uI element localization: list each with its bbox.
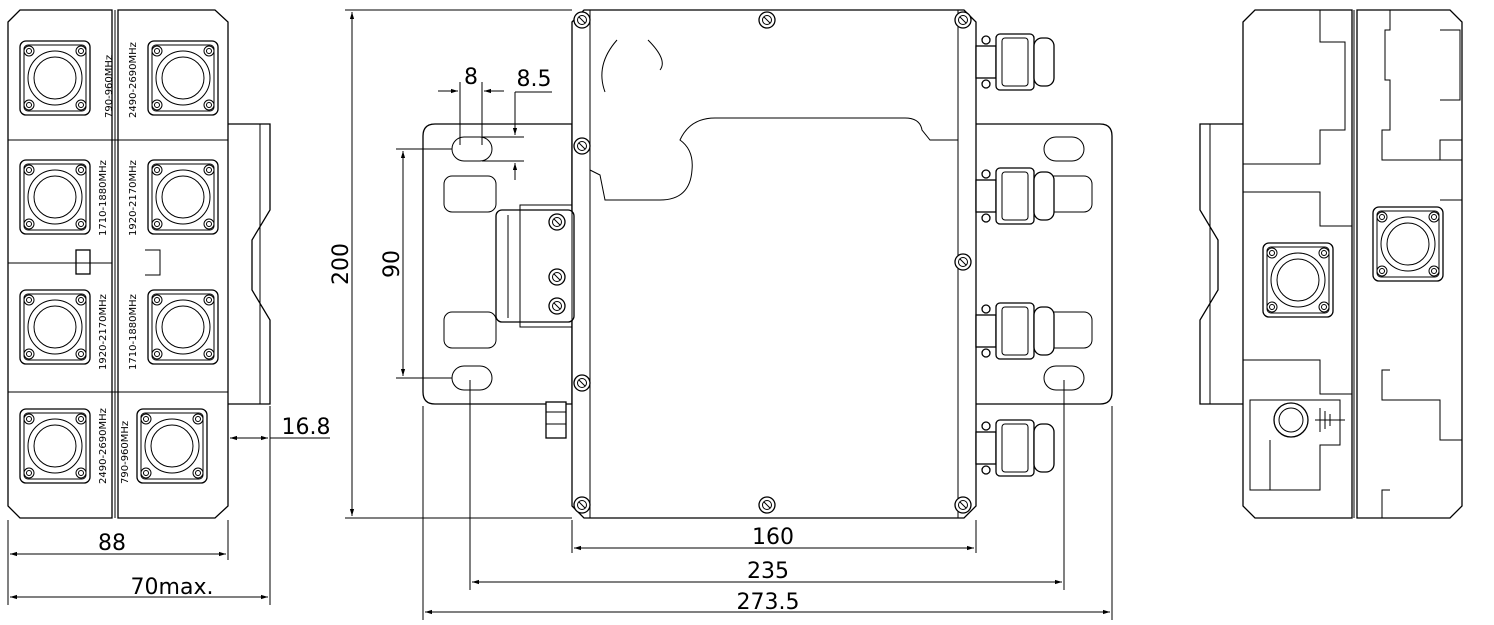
port-label-3: 1710-1880MHz [98, 160, 109, 236]
port-label-7: 2490-2690MHz [98, 408, 109, 484]
port-label-2: 2490-2690MHz [128, 42, 139, 118]
middle-view: 200 90 8 8.5 160 235 273.5 [329, 9, 1113, 620]
dim-273-5: 273.5 [737, 590, 800, 615]
port-label-4: 1920-2170MHz [128, 160, 139, 236]
dim-16-8: 16.8 [282, 415, 331, 440]
dim-8-5: 8.5 [517, 67, 552, 92]
dim-160: 160 [752, 525, 794, 550]
right-view [1199, 9, 1463, 519]
port-label-8: 790-960MHz [120, 421, 131, 484]
dim-88: 88 [98, 531, 126, 556]
dim-70max: 70max. [131, 575, 214, 600]
dim-235: 235 [747, 559, 789, 584]
dim-200: 200 [329, 243, 354, 285]
dim-90: 90 [380, 250, 405, 278]
dim-8: 8 [464, 65, 478, 90]
port-label-1: 790-960MHz [104, 55, 115, 118]
left-view: 790-960MHz 2490-2690MHz 1710-1880MHz 192… [7, 9, 331, 605]
port-label-5: 1920-2170MHz [98, 294, 109, 370]
port-label-6: 1710-1880MHz [128, 294, 139, 370]
